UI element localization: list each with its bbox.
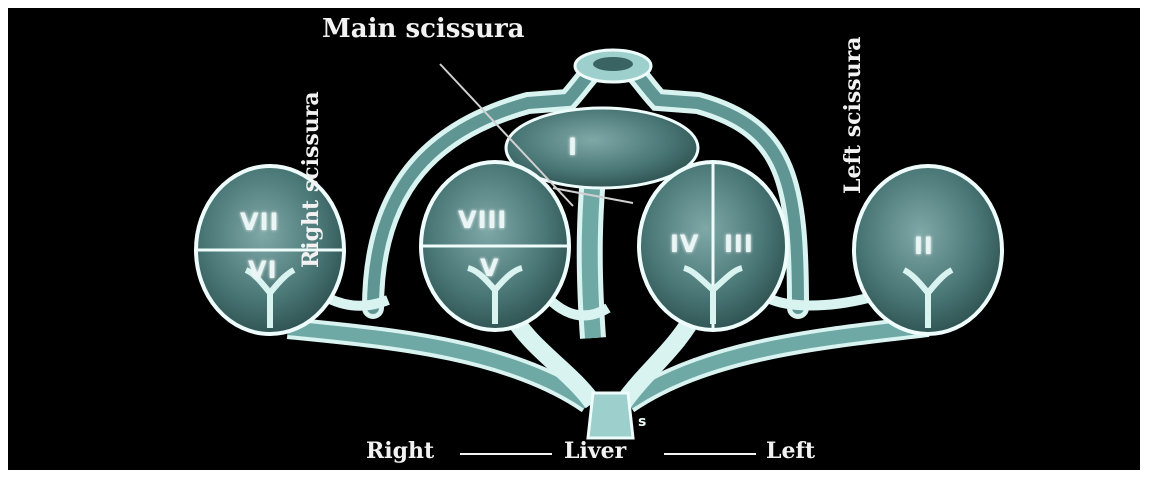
footer-left-label: Left	[766, 438, 815, 464]
segment-V-label: V	[480, 254, 500, 282]
portal-vein-trunk	[588, 393, 633, 438]
diagram-frame: s Main scissura Right scissura Left scis…	[8, 8, 1140, 470]
main-scissura-label: Main scissura	[322, 14, 525, 44]
segment-I-label: I	[568, 133, 578, 161]
footer-right-label: Right	[366, 438, 434, 464]
segment-VII-label: VII	[240, 208, 279, 236]
svg-text:s: s	[638, 414, 646, 430]
footer-divider-right	[664, 453, 756, 455]
segment-VIII-label: VIII	[458, 206, 507, 234]
right-scissura-label: Right scissura	[298, 91, 324, 268]
left-scissura-label: Left scissura	[840, 36, 866, 194]
segment-III-label: III	[724, 230, 754, 258]
segment-IV-label: IV	[670, 230, 700, 258]
segment-VI-label: VI	[248, 256, 278, 284]
footer-liver-label: Liver	[564, 438, 626, 464]
segment-II-label: II	[914, 232, 934, 260]
liver-segments-diagram: s	[8, 8, 1140, 470]
footer-divider-left	[460, 453, 552, 455]
